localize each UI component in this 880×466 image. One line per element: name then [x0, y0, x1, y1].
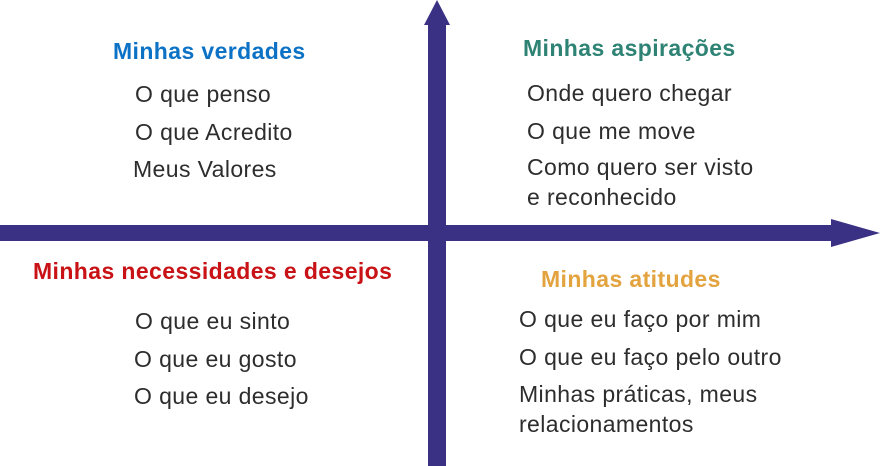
- vertical-axis: [428, 22, 446, 466]
- quadrant-item: Meus Valores: [133, 156, 277, 182]
- quadrant-item: Minhas práticas, meus relacionamentos: [519, 381, 758, 438]
- vertical-axis-arrowhead-icon: [424, 0, 450, 25]
- quadrant-item: O que penso: [135, 81, 272, 107]
- quadrant-item: O que Acredito: [135, 119, 293, 145]
- quadrant-item: O que eu sinto: [135, 308, 291, 334]
- quadrant-item: O que me move: [527, 118, 696, 144]
- quadrant-item: Onde quero chegar: [527, 80, 732, 106]
- quadrant-item: O que eu desejo: [134, 383, 309, 409]
- quadrant-item: Como quero ser visto e reconhecido: [527, 154, 754, 211]
- horizontal-axis: [0, 225, 832, 241]
- quadrant-title-minhas-verdades: Minhas verdades: [113, 38, 306, 64]
- quadrant-title-minhas-atitudes: Minhas atitudes: [541, 266, 721, 292]
- quadrant-title-minhas-aspiracoes: Minhas aspirações: [523, 35, 736, 61]
- quadrant-item: O que eu faço por mim: [519, 306, 762, 332]
- quadrant-item: O que eu faço pelo outro: [519, 344, 782, 370]
- quadrant-item: O que eu gosto: [134, 346, 297, 372]
- horizontal-axis-arrowhead-icon: [831, 219, 880, 247]
- quadrant-title-minhas-necessidades: Minhas necessidades e desejos: [33, 258, 393, 284]
